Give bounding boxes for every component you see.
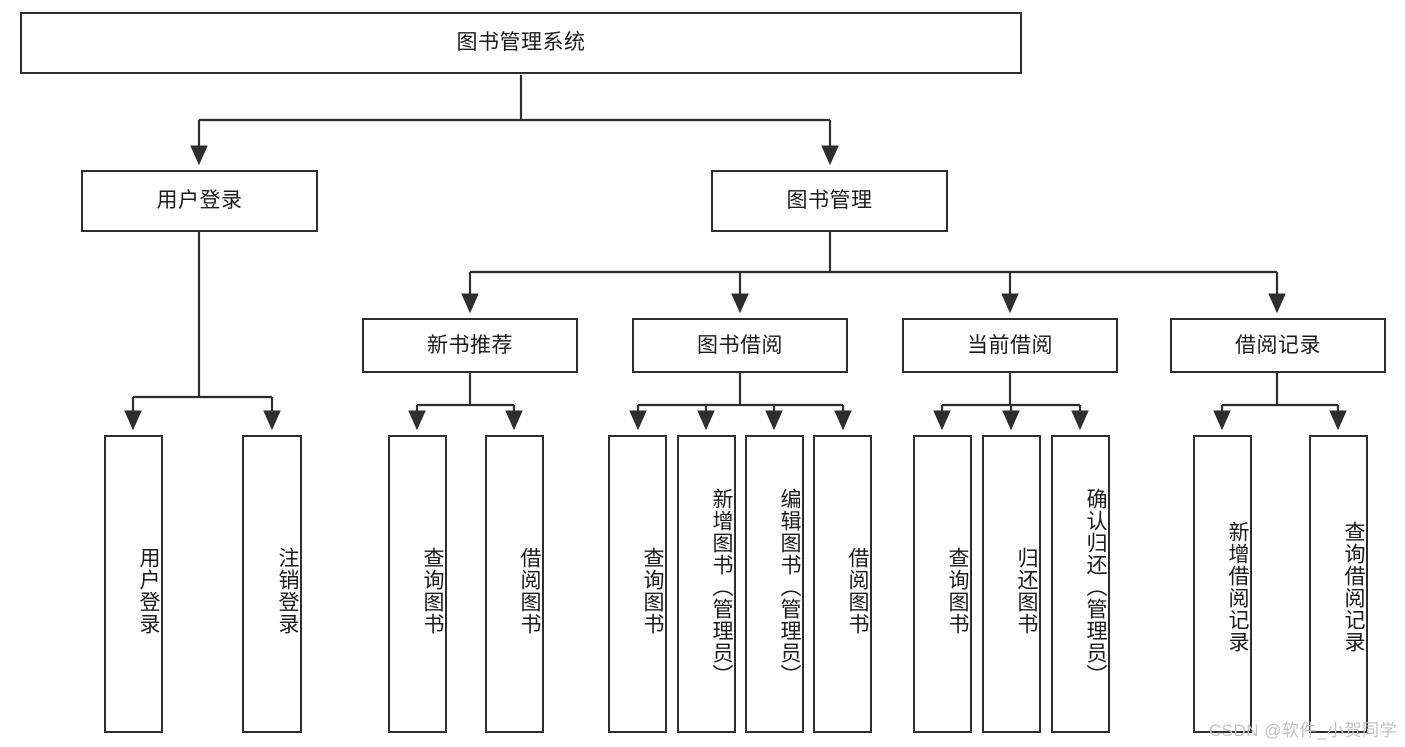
node-borrowing-record[interactable]: 借阅记录 bbox=[1170, 318, 1386, 373]
node-root-book-management-system[interactable]: 图书管理系统 bbox=[20, 12, 1022, 74]
edge-borrowrecord-to-leaves bbox=[1213, 373, 1347, 431]
leaf-newbook-query-books[interactable]: 查询图书 bbox=[388, 435, 447, 733]
node-label: 借阅图书 bbox=[518, 547, 541, 635]
node-label: 当前借阅 bbox=[967, 333, 1053, 357]
leaf-borrowrecord-add-record[interactable]: 新增借阅记录 bbox=[1193, 435, 1252, 733]
node-label: 查询借阅记录 bbox=[1342, 521, 1365, 653]
node-label: 归还图书 bbox=[1015, 547, 1038, 635]
leaf-currentborrow-query-books[interactable]: 查询图书 bbox=[913, 435, 972, 733]
node-label: 借阅图书 bbox=[846, 547, 869, 635]
node-label: 图书管理 bbox=[786, 189, 873, 213]
node-label: 新增图书（管理员） bbox=[710, 488, 733, 686]
leaf-bookborrow-add-book-admin[interactable]: 新增图书（管理员） bbox=[677, 435, 736, 733]
node-book-borrowing[interactable]: 图书借阅 bbox=[632, 318, 848, 373]
node-label: 用户登录 bbox=[156, 189, 243, 213]
node-label: 图书管理系统 bbox=[456, 31, 586, 55]
leaf-borrowrecord-query-record[interactable]: 查询借阅记录 bbox=[1309, 435, 1368, 733]
leaf-bookborrow-query-books[interactable]: 查询图书 bbox=[608, 435, 667, 733]
node-label: 查询图书 bbox=[946, 547, 969, 635]
leaf-user-login-signin[interactable]: 用户登录 bbox=[104, 435, 163, 733]
leaf-newbook-borrow-books[interactable]: 借阅图书 bbox=[485, 435, 544, 733]
node-book-management[interactable]: 图书管理 bbox=[711, 170, 948, 232]
edge-userlogin-to-leaves bbox=[124, 232, 281, 431]
node-user-login[interactable]: 用户登录 bbox=[81, 170, 318, 232]
node-label: 借阅记录 bbox=[1235, 333, 1321, 357]
leaf-user-login-signout[interactable]: 注销登录 bbox=[242, 435, 302, 733]
node-label: 查询图书 bbox=[421, 547, 444, 635]
node-new-book-recommendation[interactable]: 新书推荐 bbox=[362, 318, 578, 373]
node-label: 图书借阅 bbox=[697, 333, 783, 357]
node-label: 编辑图书（管理员） bbox=[778, 488, 801, 686]
node-label: 注销登录 bbox=[276, 547, 299, 635]
node-label: 用户登录 bbox=[137, 547, 160, 635]
node-label: 新增借阅记录 bbox=[1226, 521, 1249, 653]
leaf-currentborrow-confirm-return-admin[interactable]: 确认归还（管理员） bbox=[1051, 435, 1110, 733]
node-current-borrowing[interactable]: 当前借阅 bbox=[902, 318, 1118, 373]
edge-root-to-level2 bbox=[190, 75, 839, 166]
edge-newbook-to-leaves bbox=[408, 373, 523, 431]
leaf-bookborrow-borrow-books[interactable]: 借阅图书 bbox=[813, 435, 872, 733]
node-label: 查询图书 bbox=[641, 547, 664, 635]
edge-bookborrow-to-leaves bbox=[629, 373, 852, 431]
edge-bookmgmt-to-level3 bbox=[461, 232, 1286, 314]
node-label: 确认归还（管理员） bbox=[1084, 488, 1107, 686]
node-label: 新书推荐 bbox=[427, 333, 513, 357]
csdn-watermark: CSDN @软件_小贺同学 bbox=[1208, 721, 1397, 740]
edge-currentborrow-to-leaves bbox=[933, 373, 1089, 431]
leaf-currentborrow-return-books[interactable]: 归还图书 bbox=[982, 435, 1041, 733]
leaf-bookborrow-edit-book-admin[interactable]: 编辑图书（管理员） bbox=[745, 435, 804, 733]
